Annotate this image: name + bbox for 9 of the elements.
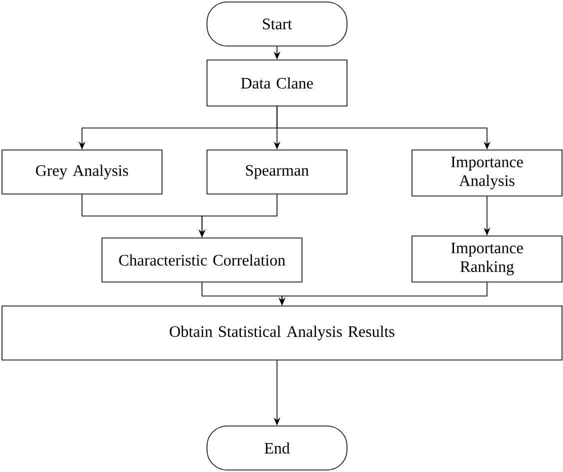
process-box: Spearman [206, 150, 348, 194]
process-box: Grey Analysis [2, 150, 162, 194]
process-box: Data Clane [206, 60, 348, 106]
process-box: Importance Ranking [412, 236, 562, 282]
terminal-box: End [206, 426, 348, 470]
terminal-box: Start [206, 2, 348, 46]
process-box: Importance Analysis [412, 150, 562, 196]
process-box: Characteristic Correlation [102, 238, 302, 282]
process-box: Obtain Statistical Analysis Results [2, 306, 562, 360]
